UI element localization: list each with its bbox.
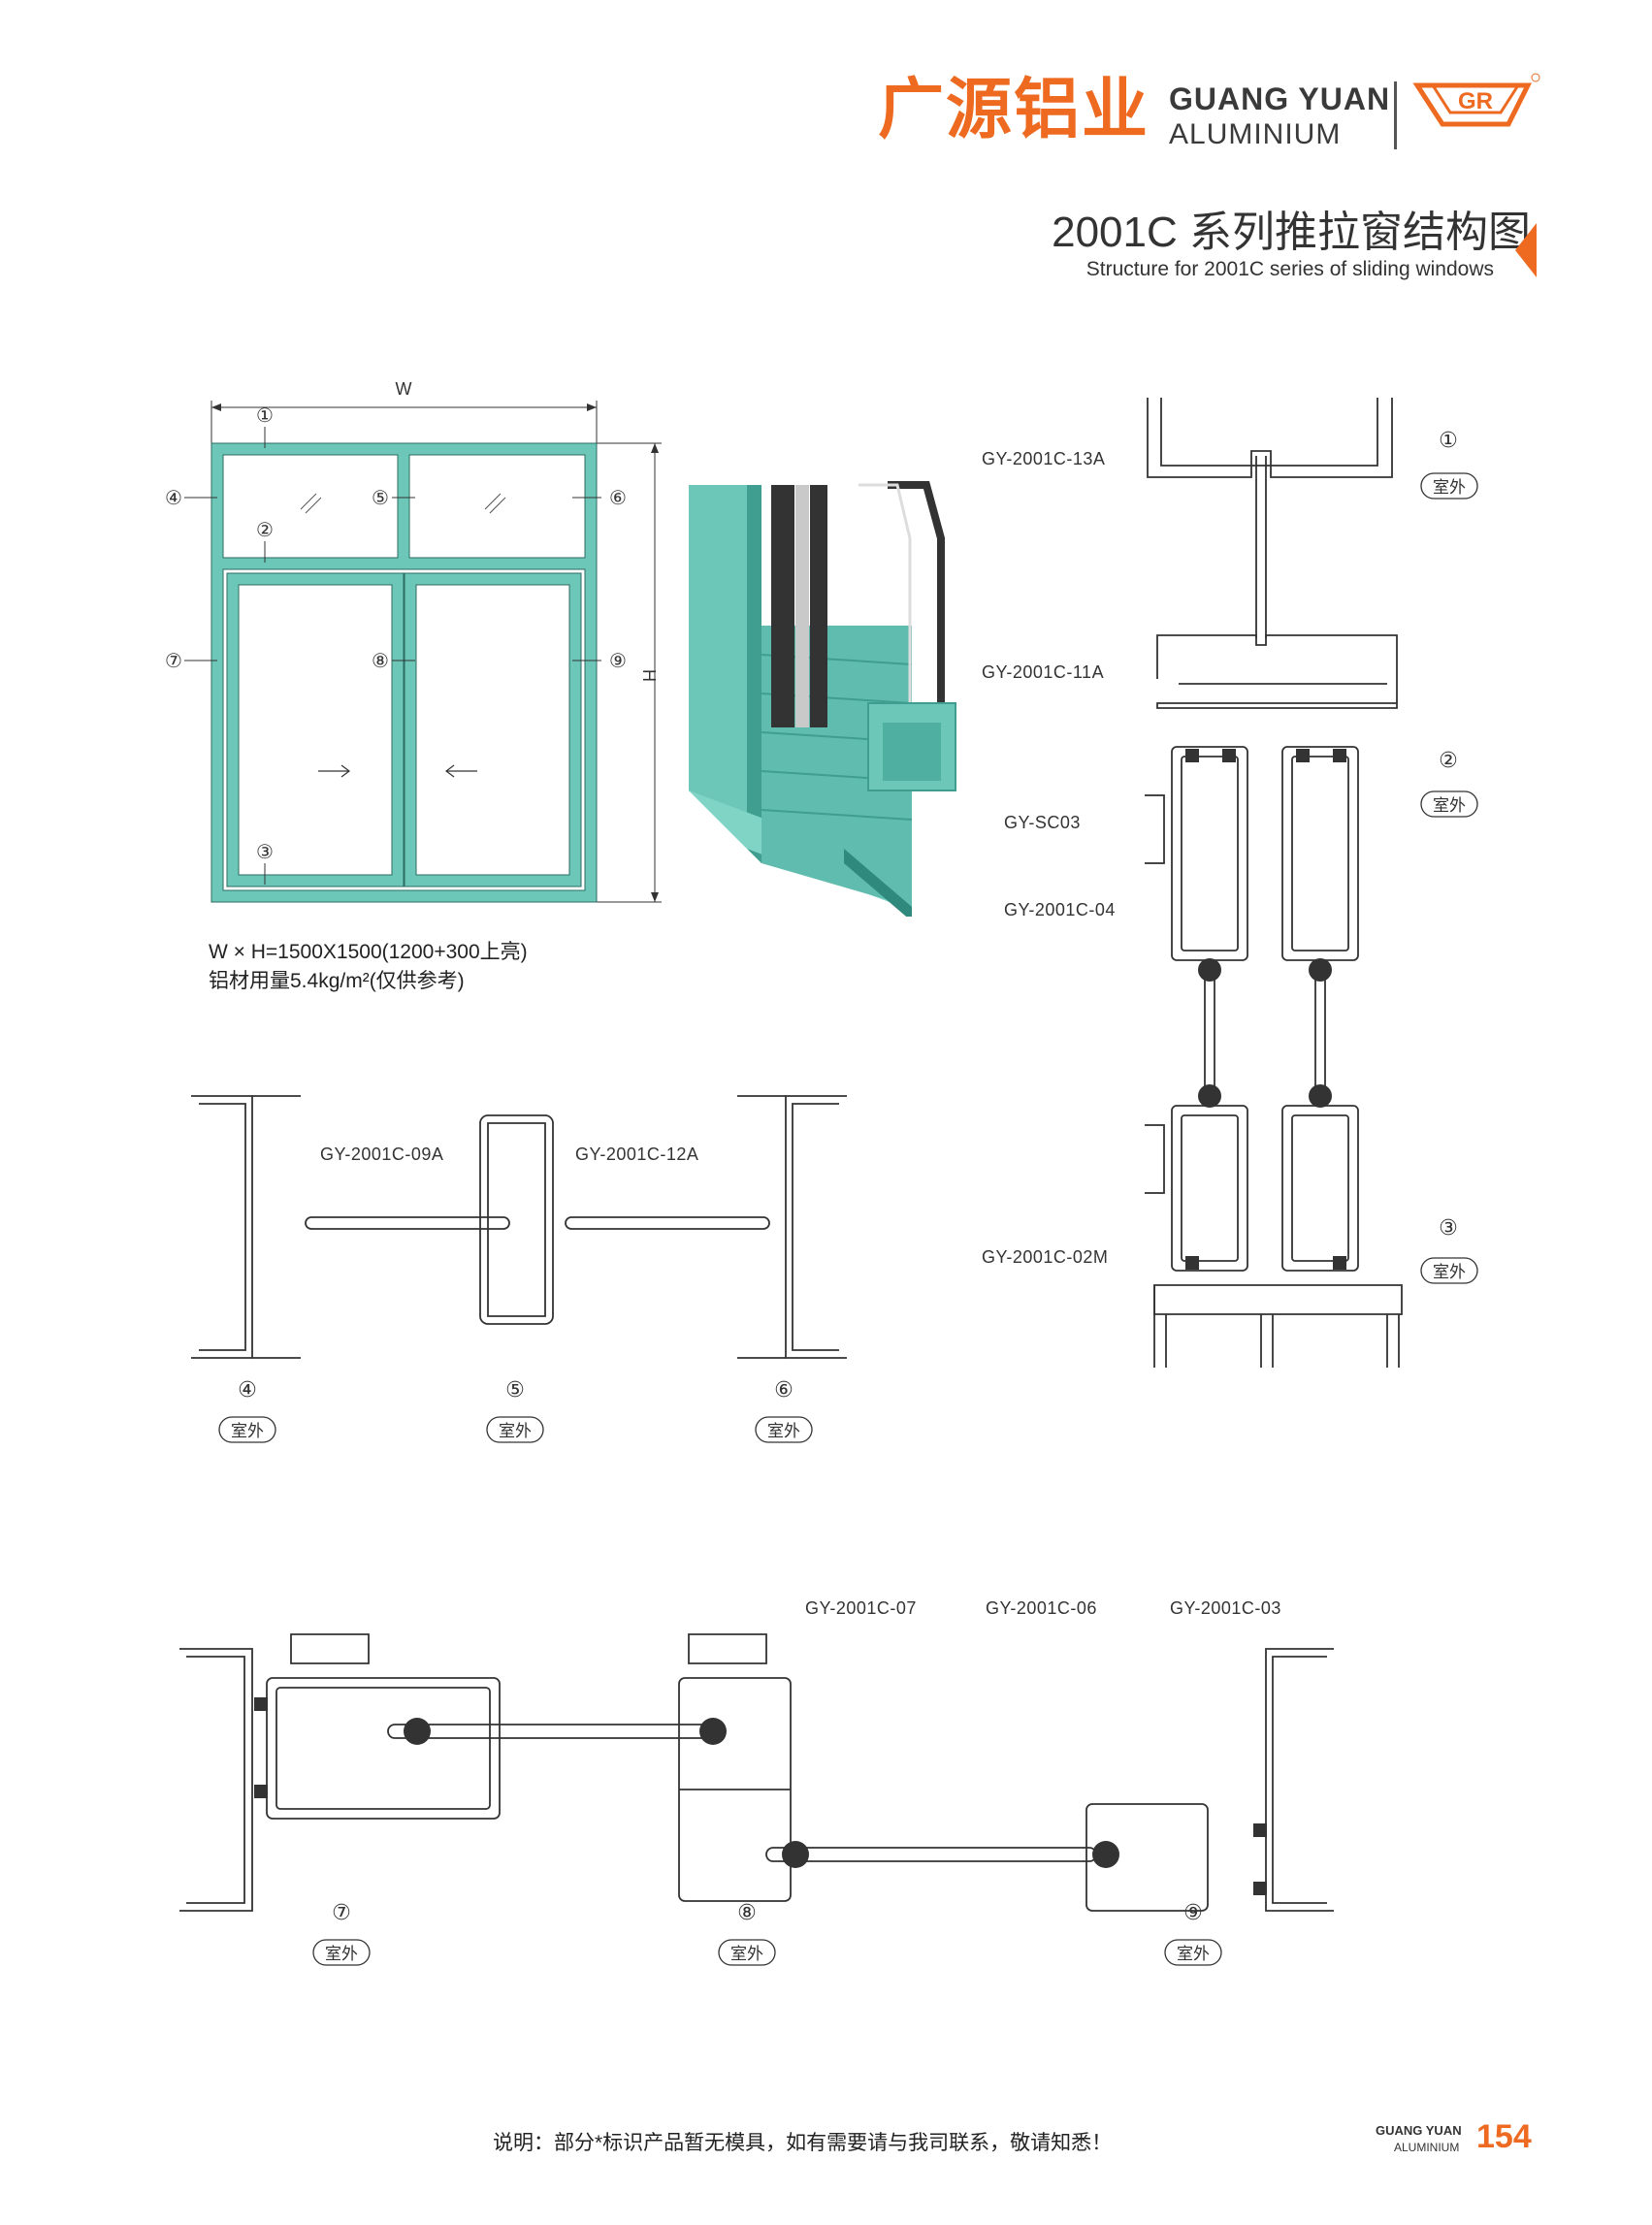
- elev-marker-8: ⑧: [372, 651, 389, 672]
- profile-3d-render: [689, 481, 956, 917]
- horizontal-section-bottom: [179, 1633, 1334, 1912]
- label-07: GY-2001C-07: [805, 1598, 917, 1618]
- outdoor-tag-9: 室外: [1177, 1945, 1210, 1963]
- elev-marker-7: ⑦: [165, 651, 182, 672]
- label-02m: GY-2001C-02M: [982, 1247, 1109, 1267]
- brand-name-cn: 广源铝业: [878, 72, 1150, 148]
- width-label: W: [396, 379, 412, 399]
- section-marker-3: ③: [1439, 1215, 1458, 1240]
- elev-marker-3: ③: [256, 842, 274, 863]
- section-marker-2: ②: [1439, 748, 1458, 772]
- outdoor-tag-1: 室外: [1433, 478, 1466, 497]
- outdoor-tag-7: 室外: [325, 1945, 358, 1963]
- elev-marker-6: ⑥: [609, 488, 627, 509]
- footer-note: 说明：部分*标识产品暂无模具，如有需要请与我司联系，敬请知悉！: [493, 2132, 1113, 2154]
- spec-material-usage: 铝材用量5.4kg/m²(仅供参考): [209, 970, 465, 992]
- elev-marker-5: ⑤: [372, 488, 389, 509]
- label-06: GY-2001C-06: [986, 1598, 1097, 1618]
- label-04: GY-2001C-04: [1004, 900, 1116, 919]
- horizontal-section-top: [191, 1095, 847, 1359]
- outdoor-tag-4: 室外: [231, 1422, 264, 1440]
- label-09a: GY-2001C-09A: [320, 1145, 444, 1164]
- section-marker-6: ⑥: [774, 1377, 794, 1402]
- page-title-cn: 2001C 系列推拉窗结构图: [1052, 209, 1531, 256]
- page-title-en: Structure for 2001C series of sliding wi…: [1085, 258, 1494, 280]
- section-marker-5: ⑤: [505, 1377, 525, 1402]
- outdoor-tag-5: 室外: [499, 1422, 532, 1440]
- outdoor-tag-6: 室外: [767, 1422, 800, 1440]
- section-marker-4: ④: [238, 1377, 257, 1402]
- section-marker-9: ⑨: [1183, 1900, 1203, 1924]
- elev-marker-9: ⑨: [609, 651, 627, 672]
- vertical-section-diagram: [1145, 398, 1403, 1368]
- label-11a: GY-2001C-11A: [982, 662, 1105, 682]
- window-elevation-diagram: W H ① ② ③ ④ ⑤ ⑥ ⑦: [165, 379, 662, 903]
- section-marker-1: ①: [1439, 428, 1458, 452]
- label-03: GY-2001C-03: [1170, 1598, 1281, 1618]
- outdoor-tag-3: 室外: [1433, 1263, 1466, 1281]
- label-12a: GY-2001C-12A: [575, 1145, 699, 1164]
- outdoor-tag-2: 室外: [1433, 796, 1466, 815]
- elev-marker-2: ②: [256, 520, 274, 541]
- brand-name-en-line2: ALUMINIUM: [1169, 118, 1342, 150]
- spec-dimensions: W × H=1500X1500(1200+300上亮): [209, 941, 528, 963]
- label-13a: GY-2001C-13A: [982, 449, 1106, 468]
- footer-brand-line2: ALUMINIUM: [1394, 2141, 1460, 2154]
- label-sc03: GY-SC03: [1004, 813, 1081, 832]
- brand-divider: [1394, 81, 1397, 149]
- elev-marker-1: ①: [256, 405, 274, 427]
- section-marker-8: ⑧: [737, 1900, 757, 1924]
- title-accent-marker: [1515, 223, 1537, 277]
- height-label: H: [639, 669, 659, 682]
- footer-brand-line1: GUANG YUAN: [1376, 2123, 1462, 2138]
- elev-marker-4: ④: [165, 488, 182, 509]
- page-number: 154: [1476, 2118, 1532, 2155]
- logo-letters: GR: [1458, 88, 1493, 114]
- gr-logo-icon: GR: [1412, 73, 1540, 127]
- section-marker-7: ⑦: [332, 1900, 351, 1924]
- brand-name-en-line1: GUANG YUAN: [1169, 81, 1391, 116]
- outdoor-tag-8: 室外: [730, 1945, 763, 1963]
